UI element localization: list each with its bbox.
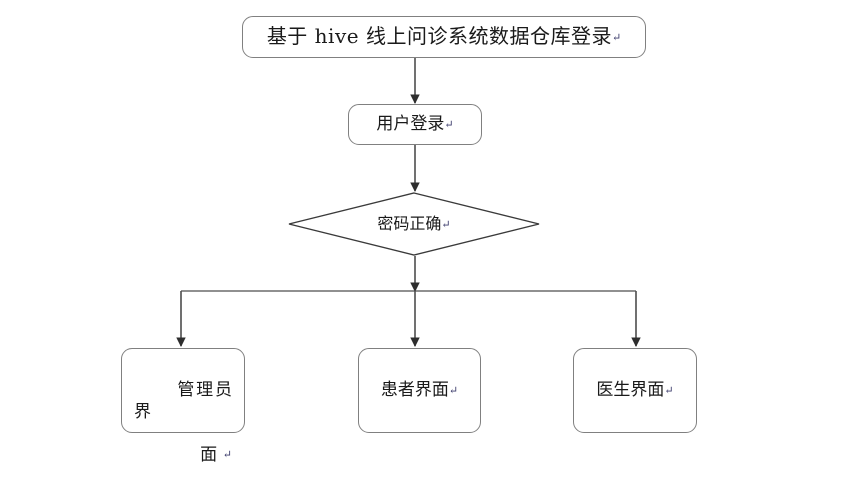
node-patient-interface[interactable]: 患者界面↵ [358, 348, 481, 433]
node-admin-interface-line1: 管理员界 [134, 379, 232, 422]
paragraph-mark-icon: ↵ [441, 217, 451, 231]
node-title-login-system[interactable]: 基于 hive 线上问诊系统数据仓库登录↵ [242, 16, 646, 58]
node-admin-interface-line2: 面 [200, 445, 223, 465]
node-title-label: 基于 hive 线上问诊系统数据仓库登录 [266, 24, 612, 49]
node-doctor-interface-label: 医生界面 [596, 379, 665, 400]
node-password-correct-label: 密码正确 [377, 213, 442, 233]
paragraph-mark-icon: ↵ [222, 448, 232, 461]
paragraph-mark-icon: ↵ [448, 384, 459, 397]
paragraph-mark-icon: ↵ [444, 118, 454, 131]
node-admin-interface-label: 管理员界 面↵ [134, 358, 232, 489]
node-patient-interface-label: 患者界面 [380, 379, 449, 400]
node-admin-interface[interactable]: 管理员界 面↵ [121, 348, 245, 465]
node-doctor-interface[interactable]: 医生界面↵ [573, 348, 697, 433]
flowchart-canvas: 基于 hive 线上问诊系统数据仓库登录↵ 用户登录↵ 密码正确↵ 管理员界 面… [121, 16, 697, 465]
node-user-login-label: 用户登录 [376, 113, 445, 134]
connector-layer [176, 58, 641, 347]
paragraph-mark-icon: ↵ [611, 30, 622, 44]
node-password-correct-decision[interactable]: 密码正确↵ [288, 192, 540, 256]
diamond-shape-icon [288, 192, 540, 256]
paragraph-mark-icon: ↵ [664, 384, 674, 397]
node-user-login[interactable]: 用户登录↵ [348, 104, 482, 145]
